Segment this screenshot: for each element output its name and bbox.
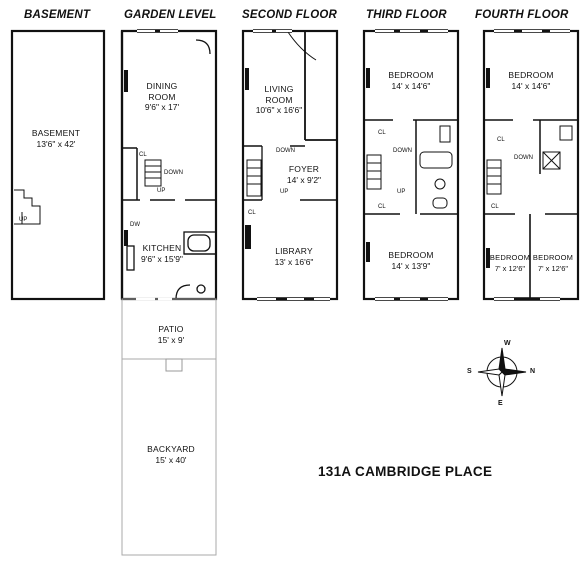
heading-garden-level: GARDEN LEVEL (124, 9, 217, 21)
room-living: LIVING ROOM 10'6" x 16'6" (256, 84, 303, 116)
stair-up-label: UP (19, 217, 28, 223)
room-name-line2: ROOM (148, 91, 176, 102)
compass-west-label: W (504, 340, 511, 347)
stair-down-label: DOWN (276, 148, 295, 154)
room-dimensions: 13' x 16'6" (274, 256, 314, 267)
room-name: BEDROOM (388, 70, 434, 80)
room-dimensions: 7' x 12'6" (537, 263, 569, 273)
compass-south-label: S (467, 368, 472, 375)
room-name: BEDROOM (388, 250, 434, 260)
room-backyard: BACKYARD 15' x 40' (147, 444, 195, 465)
room-dimensions: 14' x 14'6" (391, 80, 431, 91)
room-name: BEDROOM (489, 253, 531, 262)
stair-down-label: DOWN (164, 170, 183, 176)
room-name: BASEMENT (31, 128, 81, 138)
heading-fourth-floor: FOURTH FLOOR (475, 9, 569, 21)
room-kitchen: KITCHEN 9'6" x 15'9" (141, 243, 183, 264)
room-name: DINING (146, 81, 178, 91)
room-name-line2: ROOM (265, 94, 293, 105)
room-fourth-bedroom-left: BEDROOM 7' x 12'6" (490, 253, 530, 274)
closet-label: CL (378, 130, 386, 136)
room-dining: DINING ROOM 9'6" x 17' (145, 81, 179, 113)
room-dimensions: 7' x 12'6" (494, 263, 526, 273)
stair-up-label: UP (397, 189, 406, 195)
heading-basement: BASEMENT (24, 9, 91, 21)
dishwasher-label: DW (130, 222, 140, 228)
room-dimensions: 14' x 14'6" (511, 80, 551, 91)
room-name: LIVING (264, 84, 294, 94)
room-fourth-bedroom-top: BEDROOM 14' x 14'6" (508, 70, 553, 91)
room-dimensions: 15' x 9' (157, 334, 185, 345)
stair-down-label: DOWN (514, 155, 533, 161)
room-library: LIBRARY 13' x 16'6" (275, 246, 314, 267)
closet-label: CL (139, 152, 147, 158)
compass-north-label: N (530, 368, 536, 375)
closet-label: CL (497, 137, 505, 143)
room-fourth-bedroom-right: BEDROOM 7' x 12'6" (533, 253, 573, 274)
room-dimensions: 14' x 9'2" (286, 174, 322, 185)
heading-second-floor: SECOND FLOOR (242, 9, 338, 21)
closet-label: CL (491, 204, 499, 210)
room-third-bedroom-top: BEDROOM 14' x 14'6" (388, 70, 433, 91)
room-dimensions: 14' x 13'9" (391, 260, 431, 271)
room-name: BACKYARD (147, 444, 195, 454)
room-foyer: FOYER 14' x 9'2" (287, 164, 321, 185)
room-name: PATIO (158, 324, 184, 334)
compass-east-label: E (498, 400, 503, 407)
room-name: BEDROOM (508, 70, 554, 80)
closet-label: CL (248, 210, 256, 216)
stair-up-label: UP (157, 188, 166, 194)
closet-label: CL (378, 204, 386, 210)
compass-rose (477, 347, 527, 397)
room-basement: BASEMENT 13'6" x 42' (32, 128, 80, 149)
room-name: KITCHEN (142, 243, 182, 253)
room-dimensions: 15' x 40' (155, 454, 187, 465)
room-dimensions: 10'6" x 16'6" (255, 105, 303, 115)
basement-outline (10, 29, 106, 301)
room-name: FOYER (288, 164, 320, 174)
room-patio: PATIO 15' x 9' (158, 324, 184, 345)
stair-up-label: UP (280, 189, 289, 195)
room-name: BEDROOM (532, 253, 574, 262)
room-name: LIBRARY (275, 246, 313, 256)
stair-down-label: DOWN (393, 148, 412, 154)
room-dimensions: 9'6" x 15'9" (141, 253, 183, 264)
room-dimensions: 13'6" x 42' (36, 138, 76, 149)
room-dimensions: 9'6" x 17' (144, 102, 180, 112)
room-third-bedroom-bottom: BEDROOM 14' x 13'9" (388, 250, 433, 271)
heading-third-floor: THIRD FLOOR (366, 9, 447, 21)
property-address: 131A CAMBRIDGE PLACE (318, 464, 493, 479)
